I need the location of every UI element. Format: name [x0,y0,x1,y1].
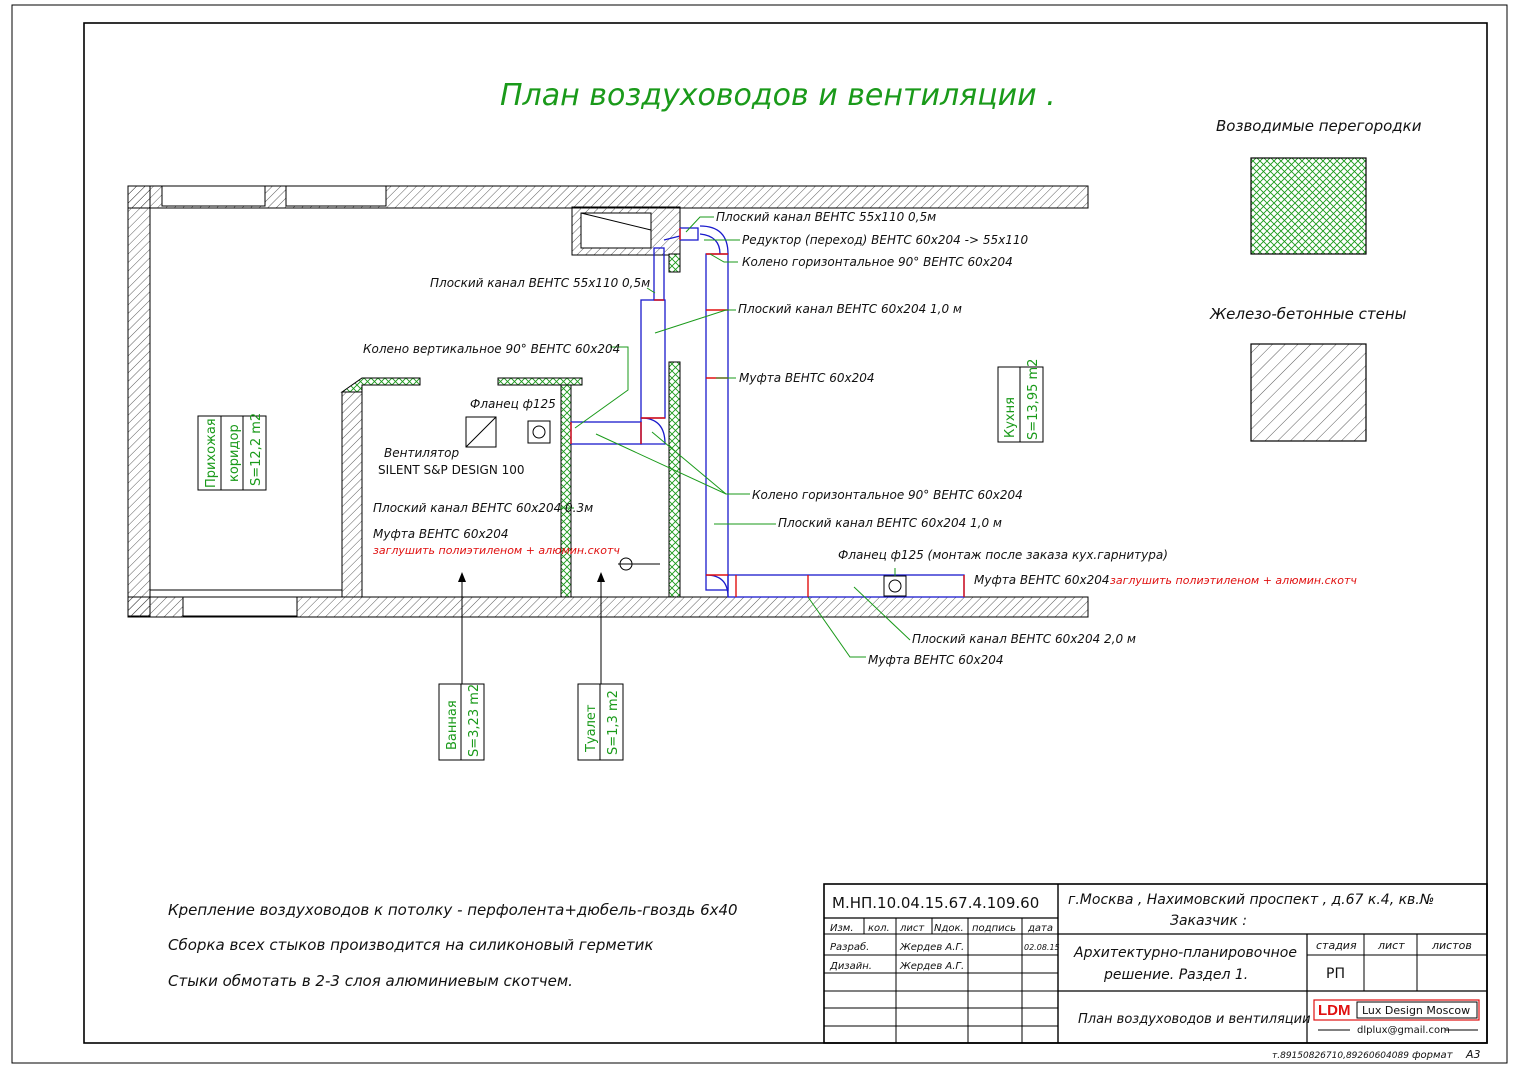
stamp-h-data: дата [1027,923,1053,934]
stamp-sheet-title: План воздуховодов и вентиляции [1078,1012,1311,1027]
hall-area: S=12,2 m2 [249,413,264,486]
legend: Возводимые перегородки Железо-бетонные с… [1209,117,1422,442]
stamp-client: Заказчик : [1170,913,1247,929]
ldm-logo-name: Lux Design Moscow [1362,1004,1470,1017]
callout-fan-2: SILENT S&P DESIGN 100 [378,463,525,477]
stamp-h-podpis: подпись [972,923,1016,934]
legend-concrete-swatch [1250,343,1367,442]
callout-elbow-horizontal-top: Колено горизонтальное 90° ВЕНТС 60х204 [742,255,1013,269]
callout-reducer: Редуктор (переход) ВЕНТС 60х204 -> 55х11… [742,233,1028,247]
toilet-name: Туалет [584,704,599,753]
stamp-address: г.Москва , Нахимовский проспект , д.67 к… [1068,892,1434,908]
stamp-h-kol: кол. [868,923,890,934]
callout-coupling-left-note: заглушить полиэтиленом + алюмин.скотч [373,544,620,557]
leader-lines [560,216,911,658]
stamp-project-2: решение. Раздел 1. [1103,967,1248,983]
toilet-area: S=1,3 m2 [606,690,621,755]
stamp-email: dlplux@gmail.com [1357,1025,1450,1036]
callout-flat-channel-03: Плоский канал ВЕНТС 60х204 0.3м [373,501,593,515]
stamp-project-1: Архитектурно-планировочное [1073,945,1297,961]
stamp-r1-role: Разраб. [830,941,869,953]
callout-fan-1: Вентилятор [384,446,459,460]
kitchen-area: S=13,95 m2 [1026,359,1041,440]
callout-flat-channel-top: Плоский канал ВЕНТС 55х110 0,5м [716,210,936,224]
concrete-walls [127,185,1089,618]
bath-area: S=3,23 m2 [467,684,482,757]
room-arrows [458,572,605,684]
callout-elbow-horizontal-mid: Колено горизонтальное 90° ВЕНТС 60х204 [752,488,1023,502]
stamp-r1-name: Жердев А.Г. [899,942,964,953]
hall-name-1: Прихожая [204,418,219,488]
callout-flat-channel-1m: Плоский канал ВЕНТС 60х204 1,0 м [738,302,962,316]
stamp-h-sheet: лист [1377,939,1405,952]
callout-flat-channel-2m: Плоский канал ВЕНТС 60х204 2,0 м [912,632,1136,646]
stamp-h-list: лист [899,923,925,934]
stamp-code: М.НП.10.04.15.67.4.109.60 [832,894,1039,912]
kitchen-name: Кухня [1003,397,1018,438]
callout-flange: Фланец ф125 [470,397,556,411]
stamp-r2-name: Жердев А.Г. [899,961,964,972]
callout-coupling-end: Муфта ВЕНТС 60х204 [974,573,1110,587]
bath-name: Ванная [445,700,460,750]
drawing-frame [83,22,1488,1044]
hall-name-2: коридор [227,424,242,482]
new-partitions [340,253,681,598]
stamp-stage: РП [1326,966,1345,982]
duct-network [465,225,965,598]
ldm-logo: LDM [1318,1002,1351,1019]
callout-coupling-bottom: Муфта ВЕНТС 60х204 [868,653,1004,667]
callout-flange-kitchen: Фланец ф125 (монтаж после заказа кух.гар… [838,548,1168,562]
ldm-logo-box [1313,999,1480,1021]
stamp-h-ndok: Nдок. [934,923,964,934]
footer-format-label: формат [1412,1050,1454,1061]
room-toilet: Туалет S=1,3 m2 [577,683,624,761]
footer-phones: т.89150826710,89260604089 [1272,1051,1409,1061]
stamp-h-izm: Изм. [830,923,854,934]
note-1: Крепление воздуховодов к потолку - перфо… [168,901,738,919]
room-bath: Ванная S=3,23 m2 [438,683,485,761]
callout-elbow-vertical: Колено вертикальное 90° ВЕНТС 60х204 [363,342,620,356]
legend-concrete-label: Железо-бетонные стены [1209,305,1407,323]
stamp-r2-role: Дизайн. [829,961,872,972]
legend-partitions-swatch [1250,157,1367,255]
notes: Крепление воздуховодов к потолку - перфо… [168,901,738,990]
legend-partitions-label: Возводимые перегородки [1216,117,1422,135]
outer-frame [11,4,1508,1064]
footer-format-value: А3 [1465,1048,1481,1061]
drawing-title: План воздуховодов и вентиляции . [500,78,1056,113]
callout-coupling-left: Муфта ВЕНТС 60х204 [373,527,509,541]
callout-coupling-end-note: заглушить полиэтиленом + алюмин.скотч [1110,574,1357,587]
room-kitchen: Кухня S=13,95 m2 [997,359,1044,443]
title-block: М.НП.10.04.15.67.4.109.60 г.Москва , Нах… [823,883,1488,1044]
stamp-h-sheets: листов [1431,939,1472,952]
stamp-h-stage: стадия [1316,939,1357,952]
room-hall: Прихожая коридор S=12,2 m2 [197,413,267,491]
note-2: Сборка всех стыков производится на силик… [168,936,653,954]
callout-coupling-right: Муфта ВЕНТС 60х204 [739,371,875,385]
callouts: Плоский канал ВЕНТС 55х110 0,5м Редуктор… [363,210,1357,667]
callout-flat-channel-left: Плоский канал ВЕНТС 55х110 0,5м [430,276,650,290]
note-3: Стыки обмотать в 2-3 слоя алюминиевым ск… [168,972,573,990]
stamp-r1-date: 02.08.15 [1024,943,1060,952]
callout-flat-channel-mid: Плоский канал ВЕНТС 60х204 1,0 м [778,516,1002,530]
